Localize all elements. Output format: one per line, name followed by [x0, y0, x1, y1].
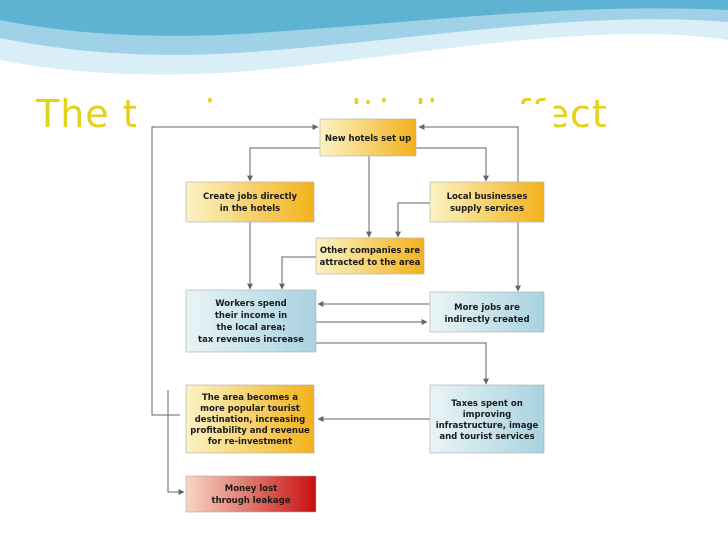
- box-popular-destination-line-1: The area becomes a: [202, 393, 298, 403]
- box-popular-destination-line-3: destination, increasing: [195, 415, 306, 425]
- box-taxes-spent-line-2: improving: [463, 410, 511, 420]
- box-create-jobs: Create jobs directly in the hotels: [185, 181, 315, 223]
- box-popular-destination: The area becomes a more popular tourist …: [185, 384, 315, 454]
- box-workers-spend-line-3: the local area;: [216, 323, 285, 333]
- box-create-jobs-line-2: in the hotels: [220, 204, 280, 214]
- box-more-jobs-line-1: More jobs are: [454, 303, 520, 313]
- box-workers-spend: Workers spend their income in the local …: [185, 289, 317, 353]
- box-new-hotels: New hotels set up: [319, 118, 417, 157]
- box-money-lost-line-2: through leakage: [212, 496, 291, 506]
- box-create-jobs-line-1: Create jobs directly: [203, 192, 298, 202]
- box-other-companies: Other companies are attracted to the are…: [315, 237, 425, 275]
- box-money-lost-line-1: Money lost: [225, 484, 278, 494]
- box-taxes-spent-line-1: Taxes spent on: [451, 399, 523, 409]
- arrow-to-leakage: [167, 390, 185, 495]
- arrow-hotels-to-create-jobs: [247, 147, 320, 182]
- box-other-companies-line-1: Other companies are: [320, 246, 420, 256]
- box-more-jobs: More jobs are indirectly created: [429, 291, 545, 333]
- box-local-businesses-line-1: Local businesses: [447, 192, 528, 202]
- box-workers-spend-line-1: Workers spend: [215, 299, 287, 309]
- box-taxes-spent: Taxes spent on improving infrastructure,…: [429, 384, 545, 454]
- wave-decoration-dark: [0, 0, 728, 36]
- box-money-lost: Money lost through leakage: [185, 475, 317, 513]
- box-workers-spend-line-4: tax revenues increase: [198, 335, 304, 345]
- arrow-loop-left: [151, 124, 319, 416]
- box-popular-destination-line-2: more popular tourist: [200, 404, 300, 414]
- arrow-loop-right: [418, 124, 519, 130]
- arrow-local-businesses-to-other-companies: [395, 202, 430, 238]
- arrow-other-companies-to-workers: [279, 256, 316, 290]
- box-more-jobs-line-2: indirectly created: [444, 315, 529, 325]
- box-other-companies-line-2: attracted to the area: [320, 258, 421, 268]
- box-local-businesses: Local businesses supply services: [429, 181, 545, 223]
- connectors: [151, 124, 521, 495]
- box-popular-destination-line-5: for re-investment: [208, 437, 292, 447]
- arrow-workers-to-taxes: [316, 342, 489, 385]
- box-workers-spend-line-2: their income in: [215, 311, 287, 321]
- box-taxes-spent-line-4: and tourist services: [439, 432, 534, 442]
- box-new-hotels-line-1: New hotels set up: [325, 134, 411, 144]
- box-popular-destination-line-4: profitability and revenue: [190, 426, 310, 436]
- box-taxes-spent-line-3: infrastructure, image: [436, 421, 539, 431]
- box-local-businesses-line-2: supply services: [450, 204, 524, 214]
- arrow-hotels-to-local-businesses: [416, 147, 489, 182]
